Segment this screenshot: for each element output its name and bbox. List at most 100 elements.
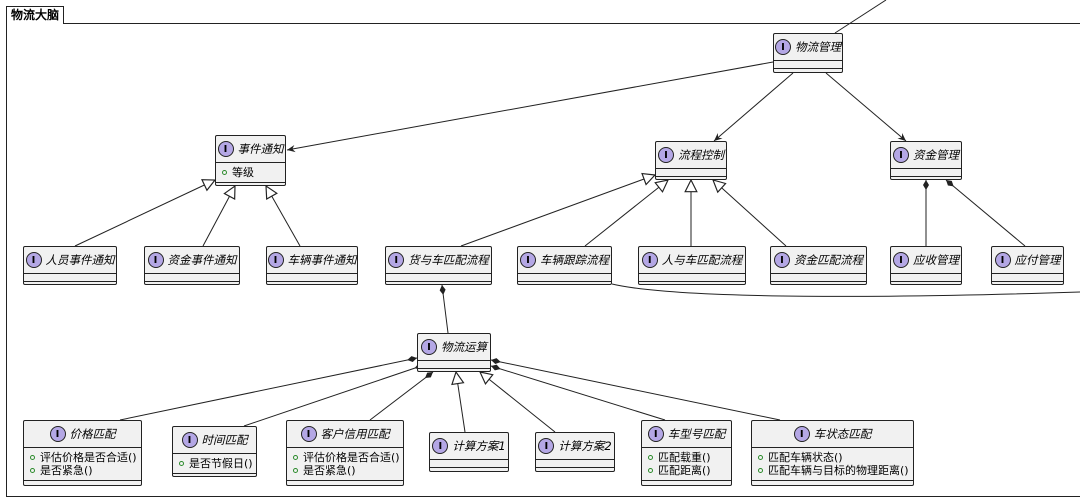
interface-name: 计算方案1	[452, 439, 506, 453]
interface-divider	[386, 281, 491, 289]
interface-members	[430, 459, 508, 467]
package-frame	[6, 23, 1080, 497]
inheritance-edge	[480, 372, 556, 433]
interface-divider	[752, 480, 913, 488]
interface-members: 等级	[216, 162, 285, 182]
interface-name: 计算方案2	[558, 439, 612, 453]
interface-name: 资金管理	[913, 148, 959, 162]
interface-members	[24, 273, 116, 281]
member-label: 评估价格是否合适()	[303, 451, 400, 464]
association-edge	[611, 283, 1080, 297]
interface-divider	[216, 182, 285, 190]
composition-edge	[490, 358, 781, 421]
interface-badge-icon: I	[994, 252, 1011, 268]
interface-name: 车辆跟踪流程	[540, 253, 609, 267]
public-visibility-icon	[179, 461, 184, 466]
interface-divider	[145, 281, 239, 289]
interface-badge-icon: I	[388, 252, 405, 268]
public-visibility-icon	[30, 455, 35, 460]
interface-members	[386, 273, 491, 281]
interface-wuliu-yunsuan: I 物流运算	[417, 333, 491, 372]
interface-divider	[642, 480, 731, 488]
interface-divider	[173, 473, 256, 481]
interface-name: 流程控制	[678, 148, 724, 162]
interface-members	[891, 168, 961, 176]
interface-divider	[418, 368, 490, 376]
interface-name: 资金事件通知	[167, 253, 237, 267]
public-visibility-icon	[758, 468, 763, 473]
interface-members	[536, 459, 614, 467]
package-title: 物流大脑	[6, 6, 65, 24]
interface-yingshou: I 应收管理	[890, 246, 962, 285]
member-row: 等级	[222, 166, 279, 179]
interface-members: 评估价格是否合适()是否紧急()	[287, 447, 403, 480]
interface-members: 是否节假日()	[173, 453, 256, 473]
interface-badge-icon: I	[647, 426, 664, 442]
interface-name: 车状态匹配	[813, 427, 872, 441]
interface-members	[774, 60, 842, 68]
interface-divider	[24, 480, 141, 488]
public-visibility-icon	[293, 455, 298, 460]
interface-badge-icon: I	[893, 252, 909, 268]
interface-badge-icon: I	[893, 147, 909, 163]
interface-members	[771, 273, 866, 281]
interface-name: 时间匹配	[201, 433, 248, 447]
interface-name: 事件通知	[237, 142, 284, 156]
member-row: 匹配距离()	[648, 464, 725, 477]
association-edge	[825, 72, 907, 142]
public-visibility-icon	[222, 170, 227, 175]
public-visibility-icon	[293, 468, 298, 473]
interface-name: 人与车匹配流程	[661, 253, 743, 267]
interface-name: 物流运算	[441, 340, 487, 354]
interface-header: I 资金管理	[891, 142, 961, 168]
interface-members: 评估价格是否合适()是否紧急()	[24, 447, 141, 480]
interface-badge-icon: I	[421, 339, 437, 355]
composition-edge	[119, 356, 418, 421]
member-label: 匹配距离()	[658, 464, 711, 477]
inheritance-edge	[266, 186, 301, 247]
interface-badge-icon: I	[793, 426, 810, 442]
composition-edge	[945, 179, 1026, 247]
member-label: 匹配车辆状态()	[768, 451, 843, 464]
member-row: 是否节假日()	[179, 457, 253, 470]
public-visibility-icon	[758, 455, 763, 460]
interface-divider	[771, 281, 866, 289]
interface-members: 匹配载重()匹配距离()	[642, 447, 731, 480]
interface-divider	[891, 281, 961, 289]
interface-divider	[992, 281, 1063, 289]
interface-name: 人员事件通知	[45, 253, 115, 267]
interface-badge-icon: I	[147, 252, 164, 268]
member-row: 评估价格是否合适()	[30, 451, 137, 464]
interface-name: 货与车匹配流程	[408, 253, 489, 267]
interface-divider	[639, 281, 745, 289]
member-label: 是否节假日()	[189, 457, 253, 470]
inheritance-edge	[584, 180, 668, 247]
interface-name: 应收管理	[913, 253, 959, 267]
association-edge	[713, 72, 794, 142]
member-row: 是否紧急()	[293, 464, 397, 477]
interface-badge-icon: I	[775, 39, 791, 55]
inheritance-edge	[460, 175, 655, 247]
interface-name: 应付管理	[1014, 253, 1061, 267]
interface-badge-icon: I	[432, 438, 449, 454]
